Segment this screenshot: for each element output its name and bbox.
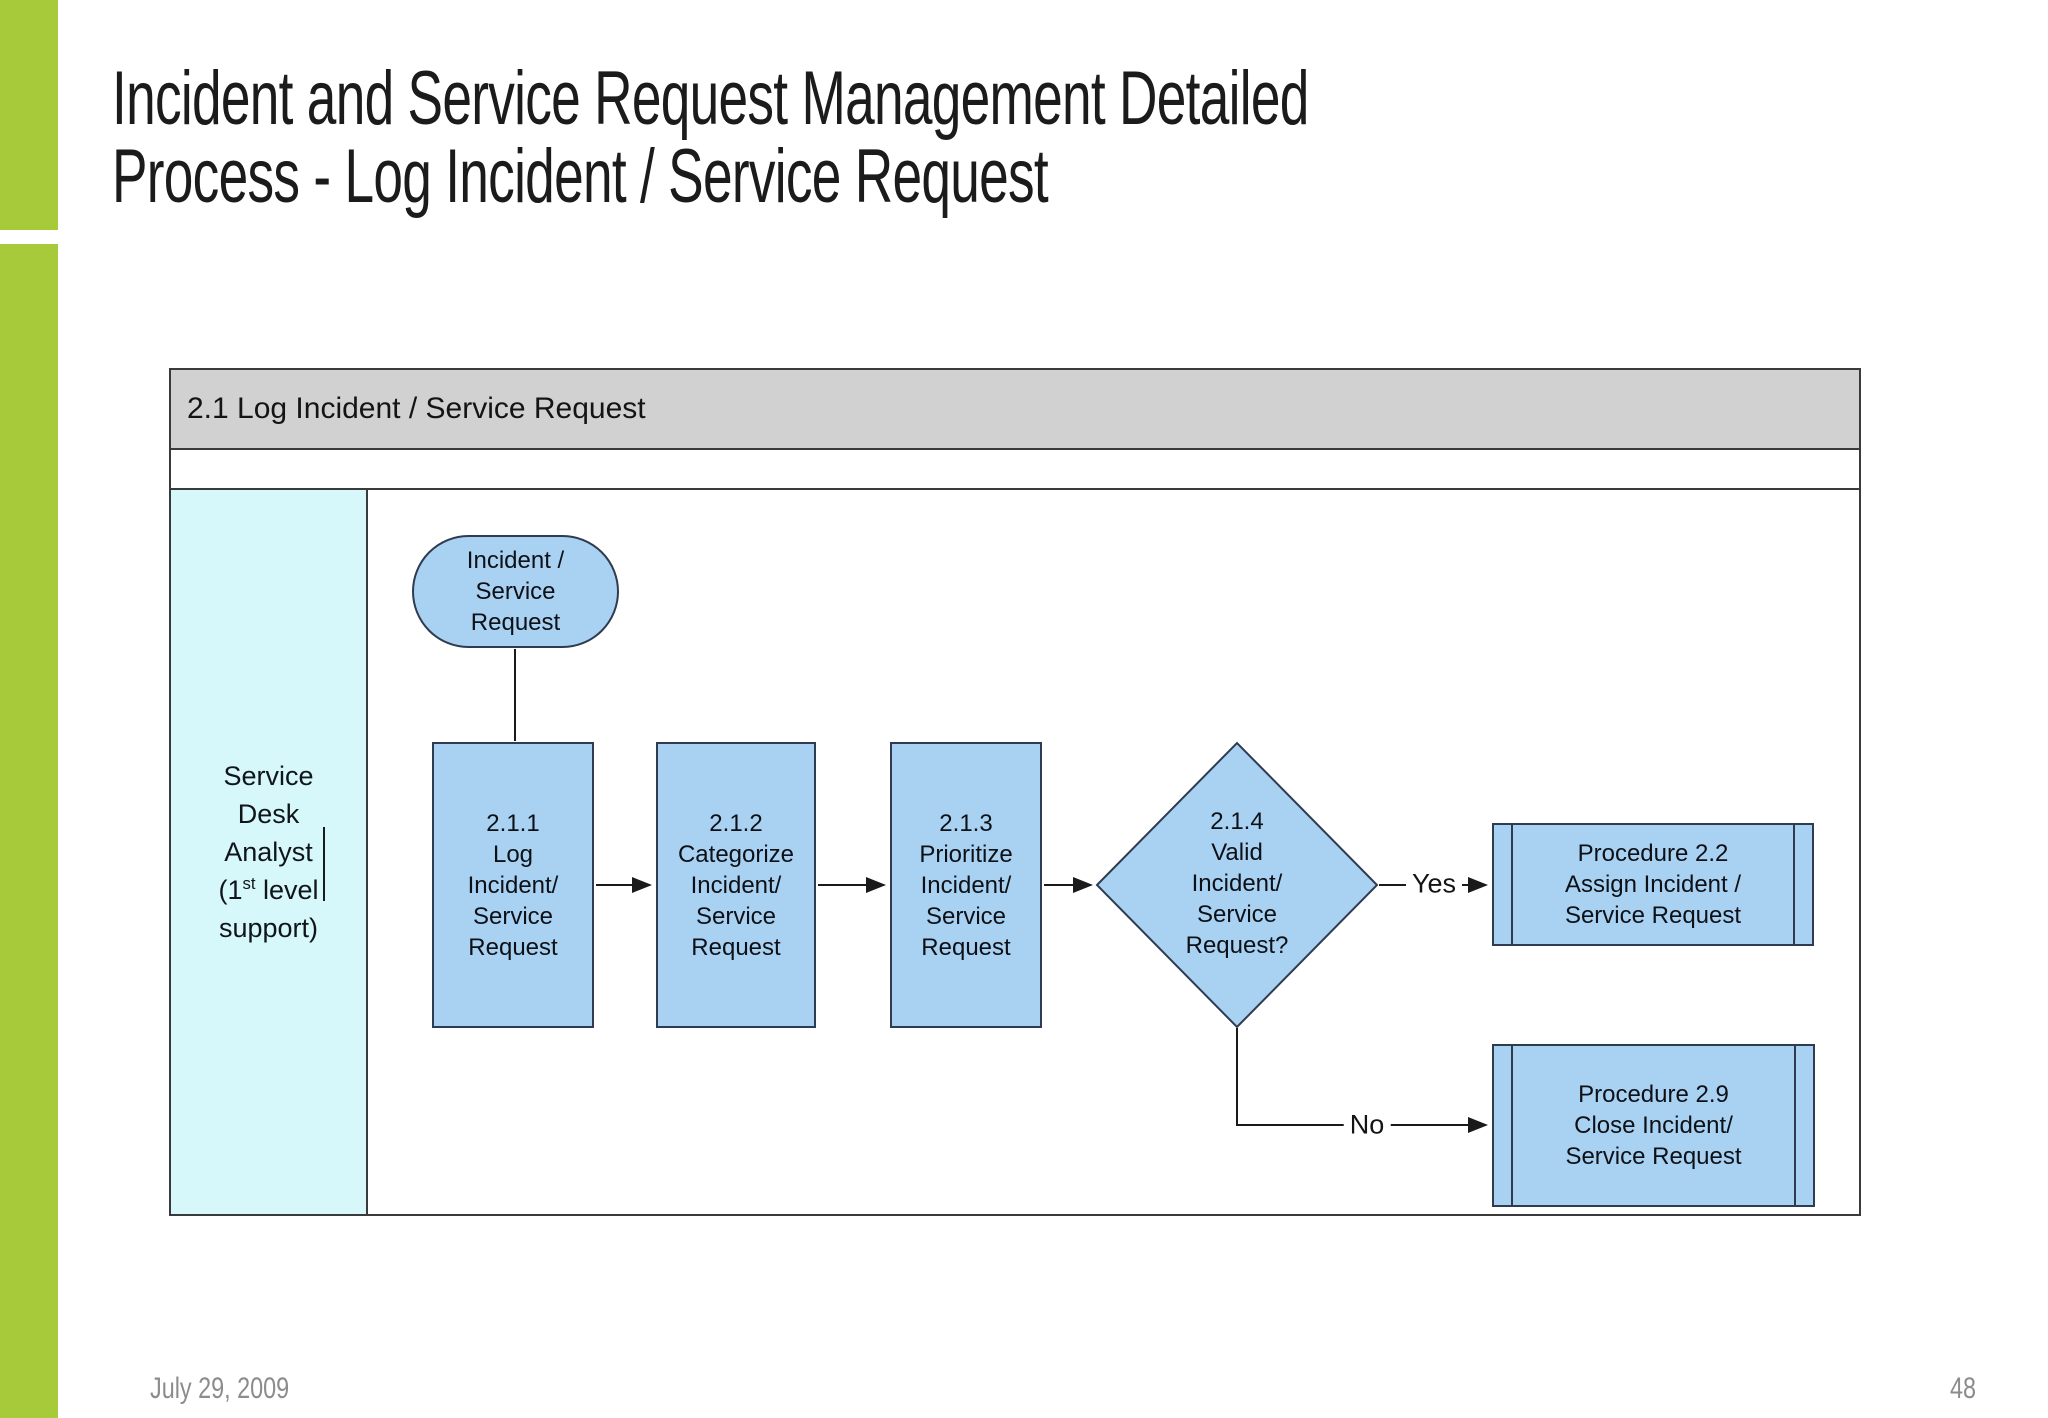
yes-label: Yes (1405, 868, 1463, 900)
decision-214-label: 2.1.4 Valid Incident/ Service Request? (1185, 807, 1289, 959)
swimlane-label-line3: Analyst (224, 837, 313, 867)
process-step-211: 2.1.1 Log Incident/ Service Request (432, 742, 594, 1028)
start-terminator: Incident / Service Request (412, 535, 619, 648)
swimlane-label-line1: Service (223, 761, 314, 791)
accent-bar-bottom (0, 244, 58, 1418)
page-number: 48 (1950, 1372, 1977, 1405)
procedure-29: Procedure 2.9 Close Incident/ Service Re… (1492, 1044, 1815, 1207)
text-cursor-caret (323, 827, 325, 901)
swimlane-service-desk-analyst: Service Desk Analyst (1st level support) (171, 490, 368, 1214)
swimlane-label-line2: Desk (237, 799, 300, 829)
flowchart-spacer-row (171, 450, 1859, 490)
swimlane-label-line4-pre: (1 (218, 875, 243, 905)
no-label: No (1343, 1109, 1391, 1141)
swimlane-label: Service Desk Analyst (1st level support) (218, 757, 318, 947)
flowchart-header-title: 2.1 Log Incident / Service Request (187, 392, 646, 425)
procedure-22: Procedure 2.2 Assign Incident / Service … (1492, 823, 1814, 946)
slide-title-line2: Process - Log Incident / Service Request (112, 134, 1049, 219)
swimlane-label-line4: (1st level (218, 871, 318, 909)
slide-title-line1: Incident and Service Request Management … (112, 56, 1309, 141)
process-step-213: 2.1.3 Prioritize Incident/ Service Reque… (890, 742, 1042, 1028)
swimlane-label-line4-sup: st (242, 874, 256, 893)
process-step-212: 2.1.2 Categorize Incident/ Service Reque… (656, 742, 816, 1028)
footer-date: July 29, 2009 (150, 1372, 290, 1405)
swimlane-label-line5: support) (218, 913, 319, 943)
slide-title: Incident and Service Request Management … (112, 60, 1309, 216)
flowchart-header-bar: 2.1 Log Incident / Service Request (171, 370, 1859, 450)
accent-bar-top (0, 0, 58, 230)
swimlane-label-line4-post: level (255, 875, 319, 905)
